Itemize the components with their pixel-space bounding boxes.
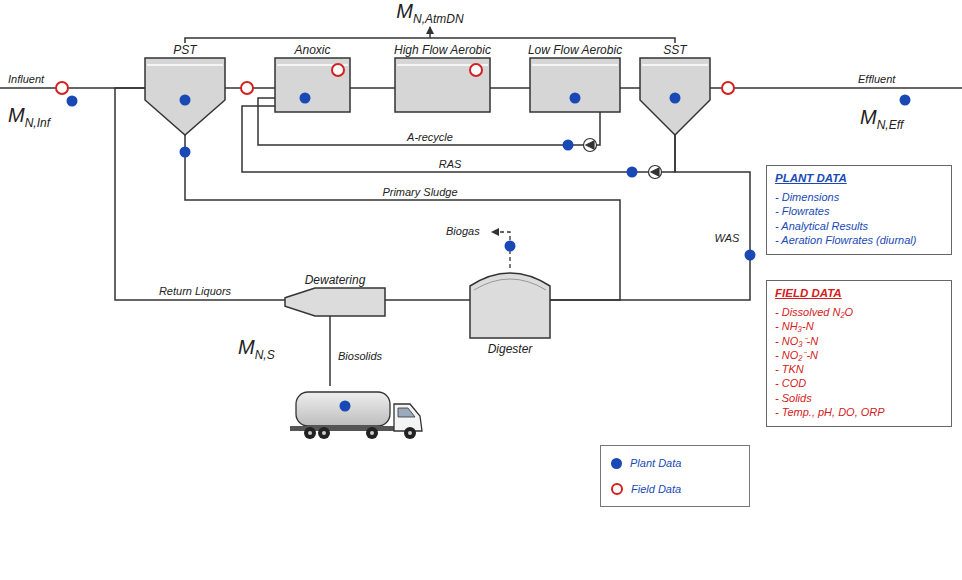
process-unit: High Flow Aerobic	[395, 58, 490, 112]
effluent-line	[710, 87, 962, 89]
list-item: - Temp., pH, DO, ORP	[775, 405, 943, 419]
water-surface	[642, 64, 708, 66]
mass-flow-symbol: MN,Inf	[8, 104, 50, 131]
process-unit: Dewatering	[285, 288, 385, 316]
flow-line	[550, 135, 750, 300]
list-item: - Solids	[775, 391, 943, 405]
unit-name: Dewatering	[305, 273, 366, 287]
emission-bracket	[185, 38, 675, 43]
process-unit: SST	[640, 58, 710, 135]
process-unit: PST	[145, 58, 225, 135]
list-item: - Flowrates	[775, 204, 943, 218]
mass-flow-symbol: MN,Eff	[860, 106, 903, 133]
mass-flow-symbol: MN,AtmDN	[396, 0, 463, 27]
vessel-outline	[395, 58, 490, 112]
list-item: - COD	[775, 376, 943, 390]
vessel-outline	[470, 268, 550, 338]
stream-label: Biosolids	[338, 350, 382, 363]
digester-body	[470, 273, 550, 338]
flow-label: WAS	[713, 232, 742, 244]
field-data-circles	[56, 64, 734, 94]
process-unit: Low Flow Aerobic	[530, 58, 620, 112]
flow-label: RAS	[437, 158, 464, 170]
flow-line	[185, 135, 620, 300]
plant-data-dots	[67, 93, 911, 412]
centrifuge-body	[285, 288, 385, 316]
flow-line	[385, 299, 470, 301]
legend-row: Plant Data	[611, 455, 681, 471]
flow-line	[350, 87, 395, 89]
flow-line	[620, 87, 640, 89]
clarifier-body	[640, 58, 710, 135]
vessel-outline	[530, 58, 620, 112]
process-unit: Anoxic	[275, 58, 350, 112]
truck-illustration	[290, 392, 422, 439]
data-list-box: PLANT DATA - Dimensions- Flowrates- Analy…	[766, 165, 952, 255]
stream-label: Biogas	[446, 225, 480, 238]
clarifier-body	[145, 58, 225, 135]
tank-body	[395, 58, 490, 112]
list-heading: FIELD DATA	[775, 286, 943, 301]
legend-text: Field Data	[631, 483, 681, 495]
tank-body	[275, 58, 350, 112]
biogas-line	[492, 232, 510, 268]
vessel-outline	[145, 58, 225, 135]
unit-name: Low Flow Aerobic	[528, 43, 622, 57]
list-item: - Aeration Flowrates (diurnal)	[775, 233, 943, 247]
process-unit: Digester	[470, 268, 550, 338]
stream-label: Influent	[8, 73, 44, 86]
list-item: - Dissolved N₂O	[775, 305, 943, 319]
mass-flow-symbol: MN,S	[238, 336, 275, 363]
vessel-outline	[285, 288, 385, 316]
vessel-outline	[275, 58, 350, 112]
list-item: - NO₃⁻-N	[775, 334, 943, 348]
flow-line	[490, 87, 530, 89]
list-item: - TKN	[775, 362, 943, 376]
unit-name: Anoxic	[294, 43, 330, 57]
flow-line	[225, 87, 275, 89]
unit-name: High Flow Aerobic	[394, 43, 491, 57]
unit-name: SST	[663, 43, 686, 57]
legend-swatch	[611, 483, 623, 495]
flow-label: A-recycle	[405, 131, 455, 143]
legend-box: Plant DataField Data	[600, 445, 750, 507]
list-item: - Analytical Results	[775, 219, 943, 233]
list-item: - NH₃-N	[775, 319, 943, 333]
stream-label: Effluent	[858, 73, 895, 86]
data-list-box: FIELD DATA - Dissolved N₂O- NH₃-N- NO₃⁻-N…	[766, 280, 952, 427]
water-surface	[532, 64, 618, 66]
unit-name: Digester	[488, 342, 533, 356]
tank-body	[530, 58, 620, 112]
legend-text: Plant Data	[630, 457, 681, 469]
digester-roof-line	[474, 279, 546, 290]
list-item: - Dimensions	[775, 190, 943, 204]
unit-name: PST	[173, 43, 196, 57]
emission-arrow	[429, 27, 431, 38]
flow-line	[242, 106, 675, 172]
flow-label: Return Liquors	[157, 285, 233, 297]
list-item: - NO₂⁻-N	[775, 348, 943, 362]
list-heading: PLANT DATA	[775, 171, 943, 186]
legend-swatch	[611, 458, 622, 469]
water-surface	[147, 64, 223, 66]
legend-row: Field Data	[611, 481, 681, 497]
water-surface	[397, 64, 488, 66]
flow-label: Primary Sludge	[380, 186, 459, 198]
vessel-outline	[640, 58, 710, 135]
pump-symbols	[584, 139, 662, 179]
biosolids-line	[329, 316, 331, 386]
water-surface	[277, 64, 348, 66]
